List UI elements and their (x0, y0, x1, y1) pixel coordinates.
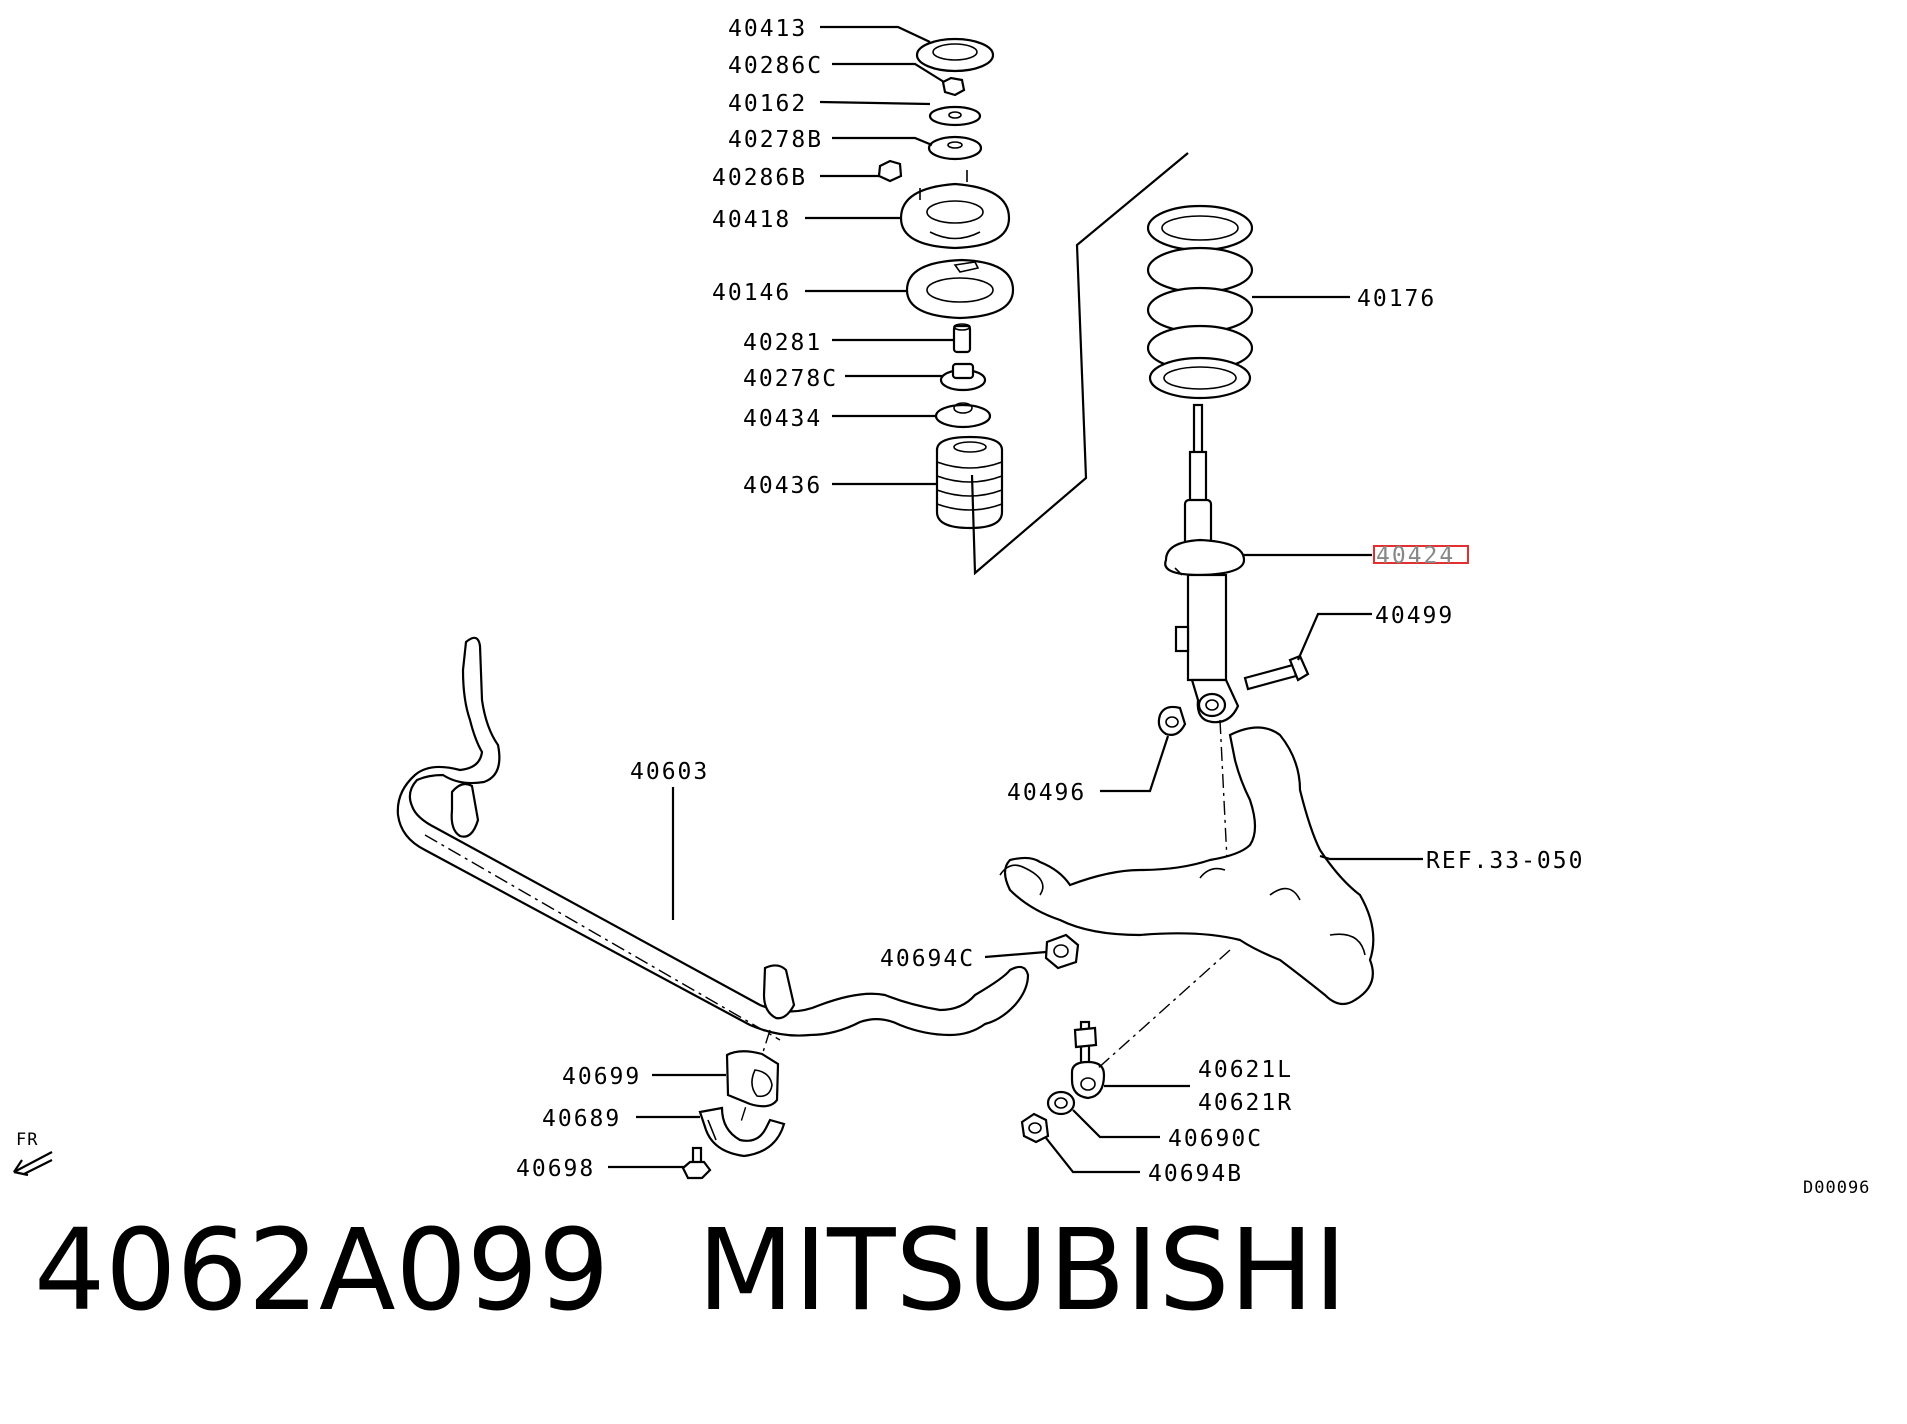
label-40436: 40436 (743, 473, 822, 499)
strut-bolt-part (1243, 654, 1310, 691)
bump-stop-part (935, 435, 1004, 530)
knuckle-part (999, 726, 1375, 1006)
label-40689: 40689 (542, 1106, 621, 1132)
label-40699: 40699 (562, 1064, 641, 1090)
lower-bushing-part (939, 362, 987, 392)
bar-bushing-part (725, 1050, 780, 1108)
bump-stop-plate-part (934, 402, 992, 429)
upper-link-nut-part (1044, 933, 1080, 970)
assembly-bracket-line (970, 152, 1189, 576)
label-40603: 40603 (630, 759, 709, 785)
label-40424[interactable]: 40424 (1376, 543, 1455, 569)
diagram-code: D00096 (1803, 1178, 1870, 1198)
label-40176: 40176 (1357, 286, 1436, 312)
label-40278b: 40278B (728, 127, 823, 153)
link-washer-part (1046, 1090, 1076, 1116)
label-40698: 40698 (516, 1156, 595, 1182)
stabilizer-link-part (1070, 1020, 1106, 1100)
label-40418: 40418 (712, 207, 791, 233)
label-40621l: 40621L (1198, 1057, 1293, 1083)
label-40694c: 40694C (880, 946, 975, 972)
strut-nut-part (1157, 705, 1187, 736)
coil-spring-part (1146, 204, 1254, 400)
upper-bushing-part (927, 135, 983, 161)
label-40496: 40496 (1007, 780, 1086, 806)
label-40146: 40146 (712, 280, 791, 306)
part-number: 4062A099 (34, 1206, 610, 1336)
strut-part (1164, 403, 1246, 724)
label-40499: 40499 (1375, 603, 1454, 629)
label-fr: FR (16, 1130, 38, 1150)
highlight-box-40424[interactable] (1373, 545, 1469, 564)
label-40162: 40162 (728, 91, 807, 117)
front-arrow-icon (13, 1151, 53, 1177)
bushing-centerline (739, 1029, 771, 1126)
upper-nut-part (941, 76, 966, 97)
label-40413: 40413 (728, 16, 807, 42)
washer-part (928, 105, 982, 127)
label-40286c: 40286C (728, 53, 823, 79)
link-centerline (1095, 949, 1231, 1071)
mount-nut-part (877, 159, 903, 183)
label-ref-33-050: REF.33-050 (1426, 848, 1584, 874)
label-40278c: 40278C (743, 366, 838, 392)
label-40281: 40281 (743, 330, 822, 356)
label-40434: 40434 (743, 406, 822, 432)
dust-cap-part (915, 37, 995, 73)
leader-lines (608, 25, 1423, 1174)
label-40690c: 40690C (1168, 1126, 1263, 1152)
label-40694b: 40694B (1148, 1161, 1243, 1187)
spring-seat-part (905, 258, 1015, 320)
stabilizer-bar-part (396, 636, 1030, 1037)
label-40621r: 40621R (1198, 1090, 1293, 1116)
bracket-bolt-part (681, 1146, 712, 1180)
lower-link-nut-part (1020, 1112, 1050, 1144)
sleeve-part (952, 323, 972, 354)
bar-bracket-part (698, 1106, 786, 1158)
brand-name: MITSUBISHI (697, 1206, 1347, 1336)
upper-mount-part (899, 170, 1011, 250)
label-40286b: 40286B (712, 165, 807, 191)
